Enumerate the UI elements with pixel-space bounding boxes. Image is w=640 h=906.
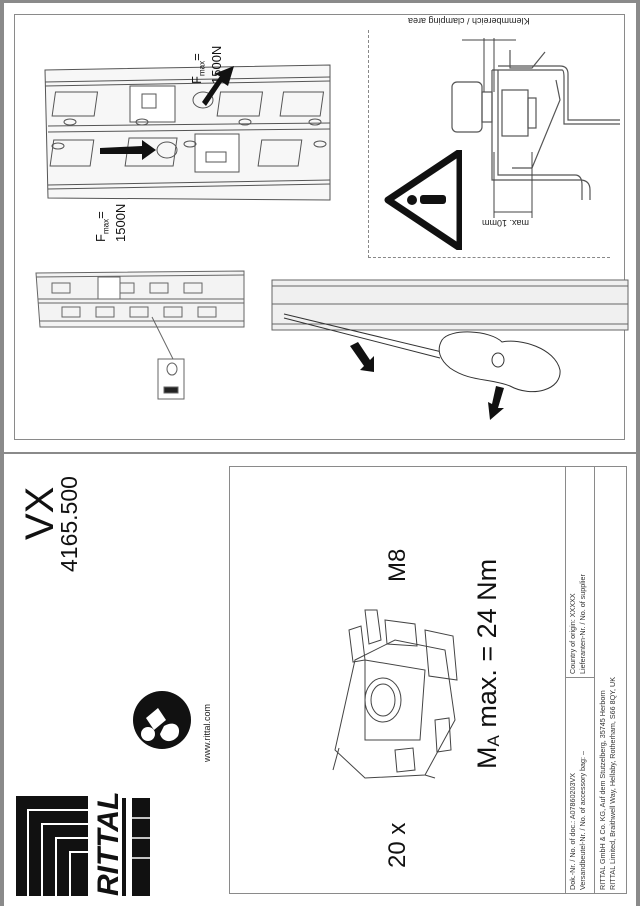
info-table-cell-divider	[565, 677, 594, 678]
address-germany: RITTAL GmbH & Co. KG, Auf dem Stutzelber…	[598, 690, 607, 890]
thread-size-label: M8	[384, 548, 411, 582]
rail-force-diagram	[44, 64, 331, 201]
read-manual-icon	[133, 691, 191, 749]
dimension-arrows	[462, 38, 533, 218]
cross-section-diagram	[451, 50, 620, 200]
doc-info-cell: Dok.-Nr. / No. of doc.: A07860203VX Vers…	[568, 751, 588, 890]
product-label-frame	[229, 466, 627, 894]
clamping-area-label: Klemmbereich / clamping area	[408, 16, 530, 26]
address-uk: RITTAL Limited, Braithwell Way, Hellaby,…	[608, 676, 617, 890]
warning-triangle-icon	[384, 150, 462, 250]
page-edge-top	[0, 0, 640, 3]
doc-number: Dok.-Nr. / No. of doc.: A07860203VX	[568, 772, 577, 890]
torque-spec: MA max. = 24 Nm	[472, 558, 503, 769]
rail-clip-insertion-diagram	[35, 270, 245, 400]
force-label-upper: Fmax= 1500N	[189, 45, 224, 84]
logo-wordmark: RITTAL	[92, 792, 125, 896]
page-fold-divider	[0, 452, 640, 454]
article-number: 4165.500	[56, 476, 82, 572]
info-table-border-left	[565, 466, 566, 894]
accessory-bag-number: Versandbeutel-Nr. / No. of accessory bag…	[578, 750, 587, 890]
country-of-origin: Country of origin: XXXXX	[568, 593, 577, 674]
supplier-number: Lieferanten-Nr. / No. of supplier	[578, 574, 587, 674]
address-cell: RITTAL GmbH & Co. KG, Auf dem Stutzelber…	[598, 677, 618, 890]
info-table-divider	[594, 466, 595, 894]
cross-section-dashed-box	[368, 30, 610, 258]
diagram-frame	[14, 14, 625, 440]
force-label-lower: Fmax= 1500N	[93, 203, 128, 242]
origin-info-cell: Country of origin: XXXXX Lieferanten-Nr.…	[568, 574, 588, 674]
screwdriver-removal-diagram	[271, 279, 629, 420]
cage-nut-illustration	[332, 609, 458, 779]
quantity-label: 20 x	[384, 822, 411, 868]
rittal-logo: RITTAL	[16, 792, 150, 896]
website-url: www.rittal.com	[202, 703, 212, 762]
